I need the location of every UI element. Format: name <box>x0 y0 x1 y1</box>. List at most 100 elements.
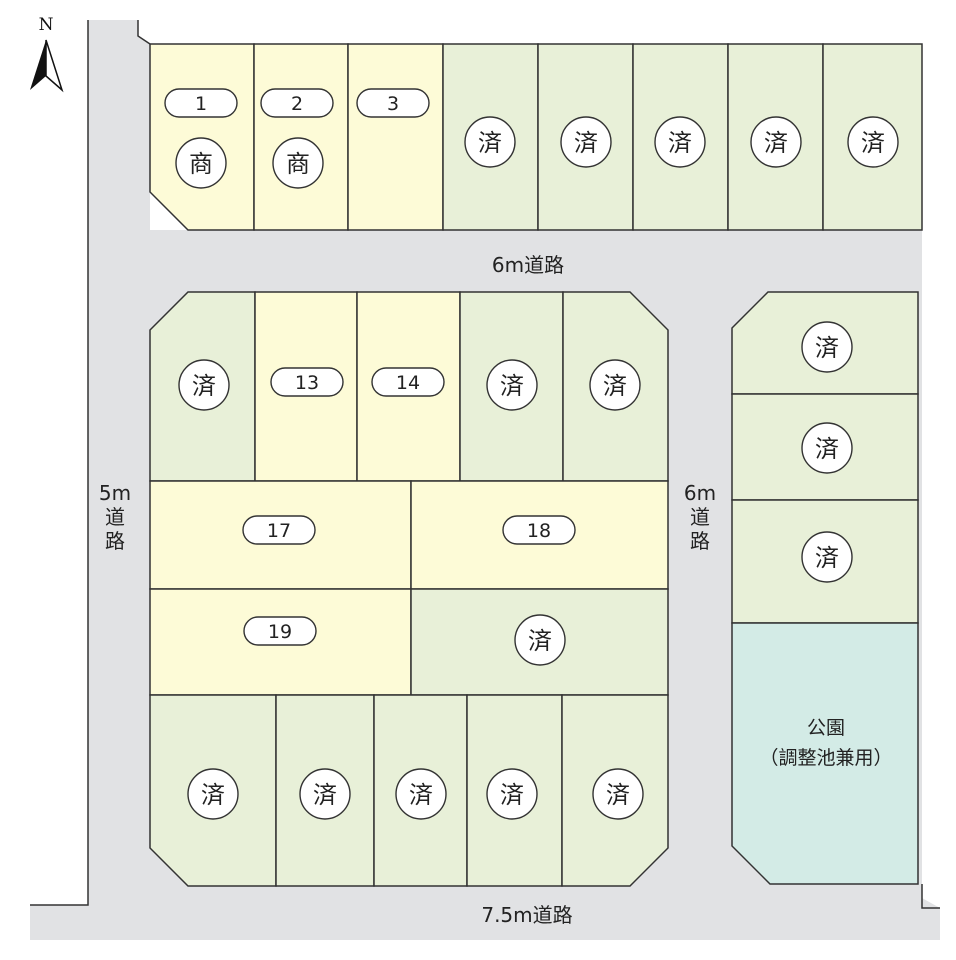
lot-number: 1 <box>195 93 207 115</box>
lot-tag-badge: 商 <box>175 137 227 189</box>
lot-tag: 済 <box>815 544 839 572</box>
lot-3[interactable] <box>347 43 444 231</box>
lot-number: 2 <box>291 93 303 115</box>
road-left-edge <box>30 20 89 906</box>
lot-tag-badge: 商 <box>272 137 324 189</box>
lot-tag-badge: 済 <box>514 614 566 666</box>
lot-number-pill-shape <box>502 515 576 545</box>
lot-number: 17 <box>267 520 291 542</box>
lot-tag-circle <box>560 116 612 168</box>
lot-tag: 済 <box>574 129 598 157</box>
lot-number-pill: 3 <box>356 88 430 118</box>
svg-text:6m道路: 6m道路 <box>684 481 716 553</box>
lot-tag-badge: 済 <box>801 321 853 373</box>
block-north <box>149 43 923 231</box>
lot-tag: 済 <box>861 129 885 157</box>
road-label-top: 6m道路 <box>492 253 564 277</box>
lot-tag-badge: 済 <box>750 116 802 168</box>
lot-number-pill: 19 <box>243 616 317 646</box>
lot-tag-circle <box>486 768 538 820</box>
lot-tag-badge: 済 <box>801 422 853 474</box>
lot-number: 14 <box>396 372 420 394</box>
park[interactable] <box>731 622 919 885</box>
lot-number-pill: 2 <box>260 88 334 118</box>
lot-tag: 済 <box>815 435 839 463</box>
lot-markers: 1 2 3 13 14 17 18 19 商 商 済 済 済 済 済 済 済 済… <box>164 88 899 820</box>
lot-tag: 済 <box>500 372 524 400</box>
lot-tag-badge: 済 <box>395 768 447 820</box>
lot-tag-circle <box>299 768 351 820</box>
lot-tag: 済 <box>764 129 788 157</box>
lot-tag-badge: 済 <box>187 768 239 820</box>
road-right-edge <box>921 884 940 909</box>
lot-number: 3 <box>387 93 399 115</box>
lot-tag-circle <box>801 422 853 474</box>
lot-number-pill: 14 <box>371 367 445 397</box>
lot-tag-circle <box>272 137 324 189</box>
park-label: 公園 （調整池兼用） <box>759 717 892 769</box>
lot-tag-circle <box>801 321 853 373</box>
lot-tag-badge: 済 <box>486 768 538 820</box>
park-label-line2: （調整池兼用） <box>759 747 892 769</box>
lot-number-pill-shape <box>270 367 344 397</box>
lot-tag-circle <box>847 116 899 168</box>
lot-tag: 商 <box>286 150 310 178</box>
lot-number: 18 <box>527 520 551 542</box>
lot-number-pill: 18 <box>502 515 576 545</box>
lot-tag-circle <box>750 116 802 168</box>
lot-tag-circle <box>178 359 230 411</box>
lot-tag-badge: 済 <box>299 768 351 820</box>
svg-text:5m道路: 5m道路 <box>99 481 131 553</box>
lot-tag-circle <box>654 116 706 168</box>
lot-tag-badge: 済 <box>486 359 538 411</box>
lot-tag-badge: 済 <box>464 116 516 168</box>
lot-tag-circle <box>801 531 853 583</box>
lot-tag-circle <box>592 768 644 820</box>
lot-tag: 済 <box>478 129 502 157</box>
lot-tag: 済 <box>500 781 524 809</box>
lot-number: 19 <box>268 621 292 643</box>
lot-tag-circle <box>589 359 641 411</box>
lot-number-pill-shape <box>164 88 238 118</box>
lot-2[interactable] <box>253 43 349 231</box>
lot-tag-badge: 済 <box>178 359 230 411</box>
lot-number-pill: 17 <box>242 515 316 545</box>
lot-number-pill-shape <box>242 515 316 545</box>
lot-tag-badge: 済 <box>589 359 641 411</box>
lot-tag-badge: 済 <box>592 768 644 820</box>
lot-tag-circle <box>395 768 447 820</box>
lot-tag-badge: 済 <box>560 116 612 168</box>
north-arrow: N <box>30 15 64 93</box>
north-arrow-icon <box>30 40 46 90</box>
lot-tag: 済 <box>528 627 552 655</box>
lot-1[interactable] <box>149 43 255 231</box>
lot-tag: 済 <box>606 781 630 809</box>
lot-number-pill-shape <box>243 616 317 646</box>
lot-tag: 済 <box>603 372 627 400</box>
lot-tag-circle <box>175 137 227 189</box>
lot-tag: 済 <box>815 334 839 362</box>
lot-tag-badge: 済 <box>801 531 853 583</box>
block-east <box>731 291 919 885</box>
north-label: N <box>39 15 54 35</box>
road-top-edge <box>137 20 151 45</box>
lot-tag-circle <box>464 116 516 168</box>
lot-tag-badge: 済 <box>847 116 899 168</box>
lot-tag-badge: 済 <box>654 116 706 168</box>
lot-tag-circle <box>486 359 538 411</box>
lot-number-pill-shape <box>260 88 334 118</box>
park-label-line1: 公園 <box>807 717 845 739</box>
lot-number-pill-shape <box>371 367 445 397</box>
lot-tag-circle <box>187 768 239 820</box>
road-label-bottom: 7.5m道路 <box>481 903 572 927</box>
lot-tag: 済 <box>313 781 337 809</box>
lot-tag: 商 <box>189 150 213 178</box>
lot-number: 13 <box>295 372 319 394</box>
lot-tag: 済 <box>668 129 692 157</box>
lot-tag: 済 <box>409 781 433 809</box>
lot-number-pill-shape <box>356 88 430 118</box>
